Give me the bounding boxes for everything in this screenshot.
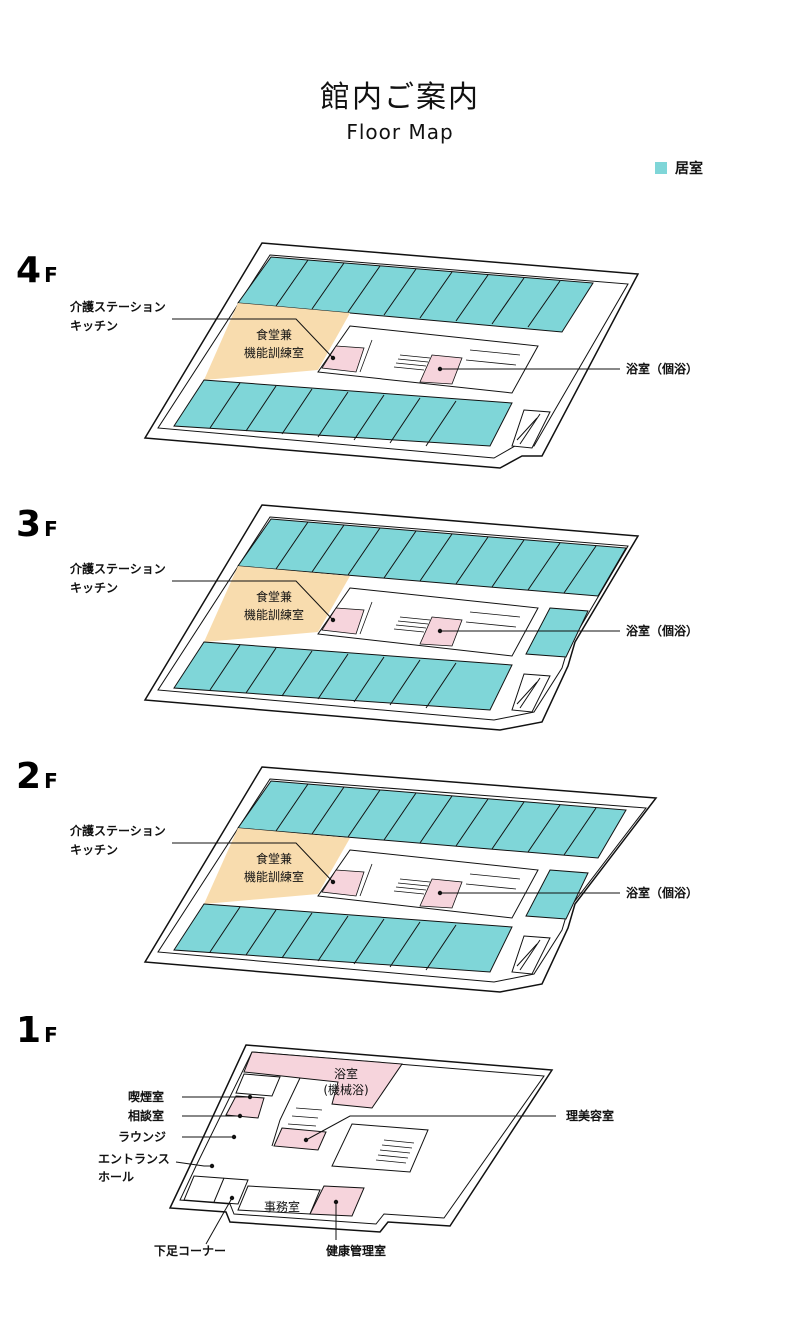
barber-room xyxy=(273,1127,327,1151)
leader-kitchen xyxy=(172,580,334,621)
label-kitchen: キッチン xyxy=(70,581,118,595)
resident-rooms-bottom xyxy=(173,379,513,447)
label-dining-1: 食堂兼 xyxy=(256,589,292,604)
label-shoe-corner: 下足コーナー xyxy=(154,1244,226,1258)
label-care-station: 介護ステーション xyxy=(69,561,166,576)
label-kitchen: キッチン xyxy=(70,843,118,857)
stairs-east xyxy=(511,673,551,713)
leader-barber xyxy=(305,1115,556,1141)
legend: 居室 xyxy=(655,158,703,178)
leader-dot xyxy=(333,1199,339,1205)
leader-entrance xyxy=(175,1161,212,1167)
stairs-east xyxy=(511,935,551,975)
stair-core xyxy=(359,863,521,897)
leader-dot xyxy=(330,355,336,361)
kitchen xyxy=(321,345,365,373)
consult-room xyxy=(225,1095,265,1119)
label-barber: 理美容室 xyxy=(566,1108,614,1123)
dining-area xyxy=(204,566,350,642)
room-dividers-top xyxy=(275,259,561,328)
stair-core xyxy=(331,1123,429,1173)
leader-dot xyxy=(229,1195,235,1201)
leader-dot xyxy=(437,890,443,896)
leader-dot xyxy=(237,1113,243,1119)
room-dividers-bottom xyxy=(209,906,457,971)
room-dividers-top xyxy=(275,521,597,594)
leader-kitchen xyxy=(172,842,334,883)
label-entrance-hall: ホール xyxy=(98,1170,134,1184)
smoking-room xyxy=(235,1073,281,1097)
dining-area xyxy=(204,828,350,904)
leader-dot xyxy=(303,1137,309,1143)
label-lounge: ラウンジ xyxy=(118,1130,166,1144)
label-care-station: 介護ステーション xyxy=(69,823,166,838)
legend-label: 居室 xyxy=(675,161,703,177)
stairs-east xyxy=(511,409,551,449)
label-bath-1f-sub: (機械浴) xyxy=(323,1082,368,1097)
dining-area xyxy=(204,303,350,380)
leader-dot xyxy=(231,1134,237,1140)
kitchen xyxy=(321,869,365,897)
wc-stalls xyxy=(287,1107,323,1127)
service-core xyxy=(317,849,539,919)
building-inner xyxy=(179,1051,545,1225)
leader-shoes xyxy=(205,1197,233,1245)
label-bath-1f: 浴室 xyxy=(334,1066,358,1081)
room-dividers-bottom xyxy=(209,644,457,709)
leader-dot xyxy=(247,1094,253,1100)
wall xyxy=(213,1177,225,1203)
page-title: 館内ご案内 xyxy=(320,80,480,115)
page-subtitle: Floor Map xyxy=(346,120,454,144)
label-consult-room: 相談室 xyxy=(128,1108,164,1123)
leader-dot xyxy=(330,617,336,623)
legend-swatch xyxy=(655,162,667,174)
label-dining-2: 機能訓練室 xyxy=(244,607,304,622)
stair-core xyxy=(359,601,521,635)
label-office: 事務室 xyxy=(264,1199,300,1214)
label-entrance: エントランス xyxy=(98,1152,170,1166)
resident-rooms-top xyxy=(237,256,594,333)
service-core xyxy=(317,325,539,394)
building-inner xyxy=(157,778,647,983)
leader-kitchen xyxy=(172,318,334,359)
service-core xyxy=(317,587,539,657)
label-bath-private: 浴室（個浴） xyxy=(626,885,698,900)
bath-machine xyxy=(243,1051,403,1109)
shoe-corner xyxy=(183,1175,249,1205)
label-health-room: 健康管理室 xyxy=(326,1243,386,1258)
leader-dot xyxy=(437,366,443,372)
resident-room-east xyxy=(525,607,589,658)
resident-room-east xyxy=(525,869,589,920)
wall xyxy=(271,1077,301,1147)
leader-dot xyxy=(437,628,443,634)
leader-dot xyxy=(330,879,336,885)
building-inner xyxy=(157,516,629,721)
stair-steps xyxy=(375,1139,415,1164)
room-dividers-top xyxy=(275,783,597,856)
room-dividers-bottom xyxy=(209,382,457,447)
label-care-station: 介護ステーション xyxy=(69,299,166,314)
resident-rooms-bottom xyxy=(173,903,513,973)
label-bath-private: 浴室（個浴） xyxy=(626,623,698,638)
kitchen xyxy=(321,607,365,635)
resident-rooms-bottom xyxy=(173,641,513,711)
leader-dot xyxy=(209,1163,215,1169)
label-smoking-room: 喫煙室 xyxy=(128,1089,164,1104)
label-dining-2: 機能訓練室 xyxy=(244,869,304,884)
label-dining-1: 食堂兼 xyxy=(256,327,292,342)
stair-core xyxy=(359,339,521,373)
label-dining-1: 食堂兼 xyxy=(256,851,292,866)
label-dining-2: 機能訓練室 xyxy=(244,345,304,360)
label-bath-private: 浴室（個浴） xyxy=(626,361,698,376)
label-kitchen: キッチン xyxy=(70,319,118,333)
